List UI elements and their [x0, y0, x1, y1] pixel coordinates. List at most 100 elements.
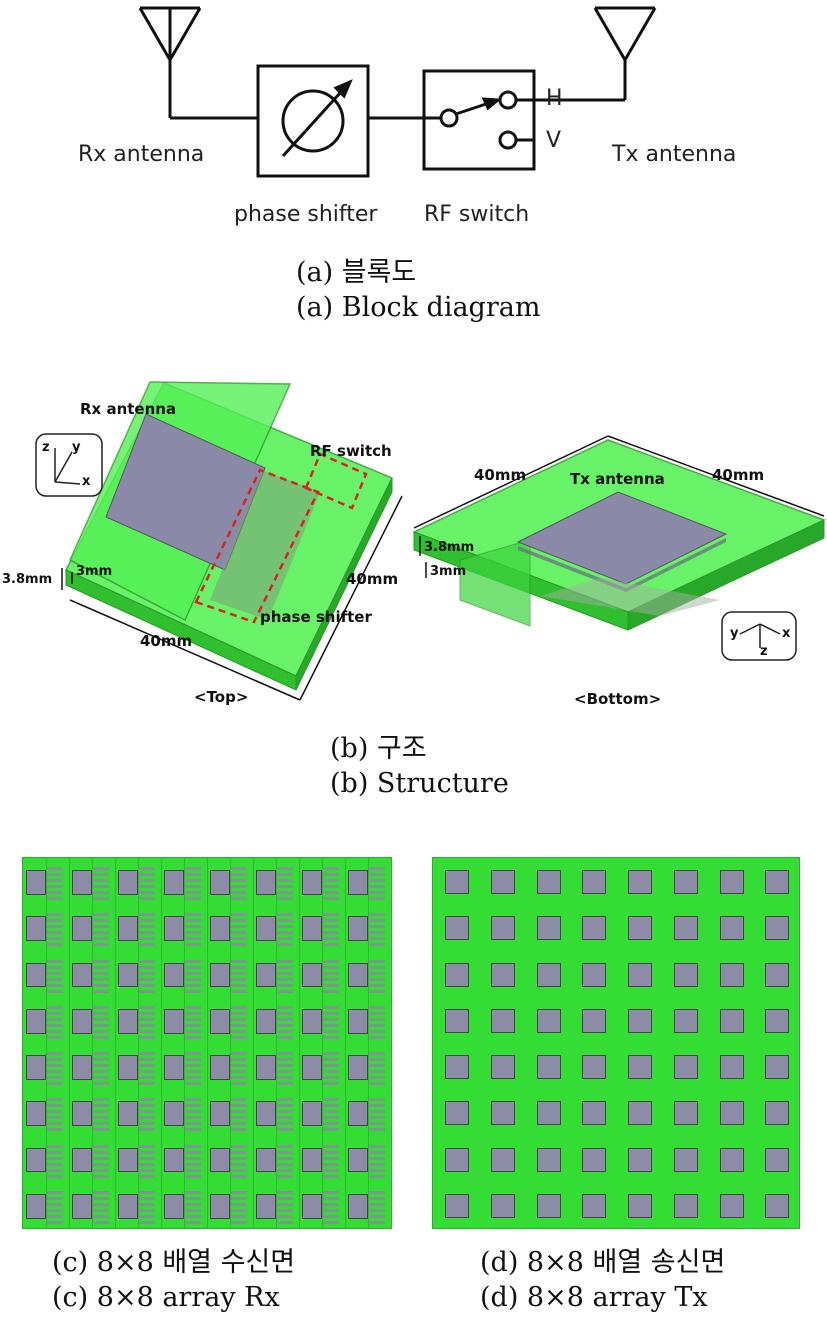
tx-patch: [628, 1055, 652, 1079]
rx-feed-circuit: [230, 1187, 248, 1224]
top-dim-3-8mm: 3.8mm: [2, 572, 53, 587]
top-view-label: <Top>: [194, 688, 249, 706]
rx-feed-circuit: [46, 1187, 64, 1224]
rx-feed-circuit: [276, 1141, 294, 1178]
tx-patch: [628, 1101, 652, 1126]
tx-array-8x8: [432, 857, 800, 1229]
rx-feed-circuit: [276, 1049, 294, 1086]
rx-patch: [26, 1008, 47, 1034]
rx-patch: [72, 962, 93, 988]
tx-patch: [490, 1055, 515, 1079]
rx-feed-circuit: [322, 956, 340, 993]
rx-patch: [72, 1193, 93, 1219]
rx-patch: [256, 1101, 277, 1127]
rx-patch: [72, 916, 93, 942]
rx-array-8x8: [22, 857, 392, 1229]
top-dim-40mm-a: 40mm: [140, 632, 193, 650]
rx-feed-circuit: [138, 864, 156, 901]
rx-feed-circuit: [276, 1095, 294, 1132]
tx-patch: [673, 870, 698, 894]
rx-feed-circuit: [322, 864, 340, 901]
tx-patch: [719, 1008, 744, 1033]
rx-patch: [256, 1193, 277, 1219]
tx-patch: [765, 916, 790, 941]
rx-patch: [26, 1193, 47, 1219]
rx-patch: [210, 1101, 231, 1127]
rx-patch: [164, 1008, 185, 1034]
rx-patch: [118, 1055, 139, 1080]
rx-feed-circuit: [184, 1002, 202, 1039]
rx-patch: [302, 870, 323, 895]
rx-feed-circuit: [368, 1002, 386, 1039]
rx-feed-circuit: [92, 1049, 110, 1086]
top-dim-40mm-b: 40mm: [346, 570, 399, 588]
rx-patch: [164, 870, 185, 895]
rx-feed-circuit: [46, 910, 64, 947]
rx-patch: [164, 916, 185, 942]
tx-patch: [765, 1193, 790, 1218]
rx-patch: [302, 1055, 323, 1080]
rx-feed-circuit: [138, 956, 156, 993]
tx-patch: [628, 1193, 652, 1218]
tx-patch: [582, 962, 607, 987]
tx-patch: [719, 870, 744, 894]
tx-patch: [582, 870, 607, 894]
caption-d-ko: (d) 8×8 배열 송신면: [480, 1247, 726, 1278]
rx-patch: [210, 870, 231, 895]
rx-feed-circuit: [276, 910, 294, 947]
rx-patch: [26, 1101, 47, 1127]
tx-patch: [765, 962, 790, 987]
tx-patch: [582, 1055, 607, 1079]
rx-element-boundary: [46, 858, 47, 1228]
rx-patch: [164, 1055, 185, 1080]
rx-patch: [118, 1008, 139, 1034]
rx-feed-circuit: [46, 1049, 64, 1086]
rx-feed-circuit: [322, 1095, 340, 1132]
rx-patch: [256, 1055, 277, 1080]
rx-patch: [72, 1008, 93, 1034]
structure-diagram: [35, 381, 826, 701]
tx-patch: [719, 962, 744, 987]
rx-patch: [302, 1193, 323, 1219]
rx-patch: [348, 1055, 369, 1080]
rx-patch: [164, 962, 185, 988]
rx-element-boundary: [207, 858, 208, 1228]
rx-patch: [26, 870, 47, 895]
rx-feed-circuit: [92, 910, 110, 947]
rx-element-boundary: [161, 858, 162, 1228]
rx-feed-circuit: [322, 910, 340, 947]
bottom-axis-x: x: [782, 626, 791, 641]
rx-patch: [256, 870, 277, 895]
rx-patch: [26, 962, 47, 988]
rx-feed-circuit: [368, 1095, 386, 1132]
rx-feed-circuit: [46, 956, 64, 993]
caption-a-ko: (a) 블록도: [296, 257, 417, 288]
rx-element-boundary: [276, 858, 277, 1228]
rx-patch: [348, 870, 369, 895]
rx-patch: [348, 1147, 369, 1173]
tx-patch: [536, 962, 561, 987]
top-phase-shifter-label: phase shifter: [260, 608, 372, 626]
rx-feed-circuit: [92, 1002, 110, 1039]
bottom-dim-3-8mm: 3.8mm: [424, 540, 475, 555]
bottom-tx-antenna-label: Tx antenna: [570, 470, 665, 488]
rx-feed-circuit: [46, 864, 64, 901]
tx-patch: [445, 1008, 469, 1033]
rx-feed-circuit: [276, 1187, 294, 1224]
tx-patch: [490, 916, 515, 941]
tx-patch: [628, 962, 652, 987]
block-diagram: [138, 6, 657, 178]
rx-element-boundary: [368, 858, 369, 1228]
tx-patch: [628, 916, 652, 941]
top-axis-x: x: [82, 474, 91, 489]
rx-feed-circuit: [322, 1187, 340, 1224]
tx-patch: [719, 1193, 744, 1218]
rx-antenna-label: Rx antenna: [78, 142, 205, 167]
caption-b-en: (b) Structure: [330, 768, 509, 799]
rx-patch: [256, 1147, 277, 1173]
rx-patch: [118, 916, 139, 942]
rx-feed-circuit: [184, 1049, 202, 1086]
tx-patch: [582, 1101, 607, 1126]
rx-patch: [210, 1193, 231, 1219]
rx-feed-circuit: [230, 1141, 248, 1178]
